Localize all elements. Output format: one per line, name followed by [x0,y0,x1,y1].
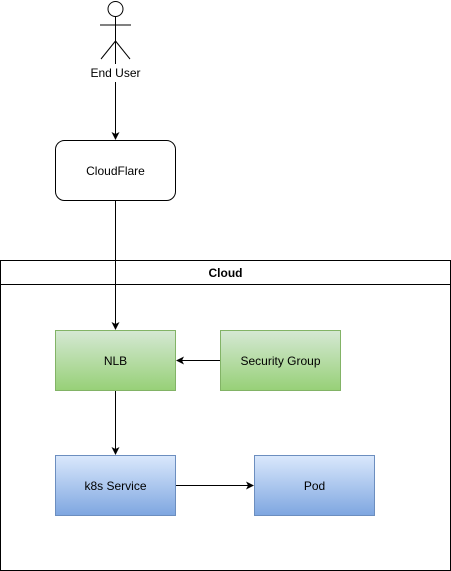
cloud-container-border [0,260,451,571]
end-user-label: End User [75,64,156,82]
k8s-service-label: k8s Service [84,478,147,493]
nlb-label: NLB [103,353,128,368]
pod-node[interactable] [254,455,375,516]
nlb-node[interactable] [55,330,176,391]
k8s-service-node[interactable] [55,455,176,516]
actor-head [107,1,124,17]
cloud-container-title: Cloud [208,265,243,280]
security-group-label: Security Group [240,353,321,368]
cloudflare-node[interactable] [55,140,176,201]
end-user-actor-icon [100,1,131,60]
pod-label: Pod [303,478,326,493]
actor-left-leg [100,40,116,60]
security-group-node[interactable] [220,330,341,391]
actor-right-leg [115,40,131,60]
cloud-container [0,260,451,571]
cloudflare-label: CloudFlare [86,163,145,178]
